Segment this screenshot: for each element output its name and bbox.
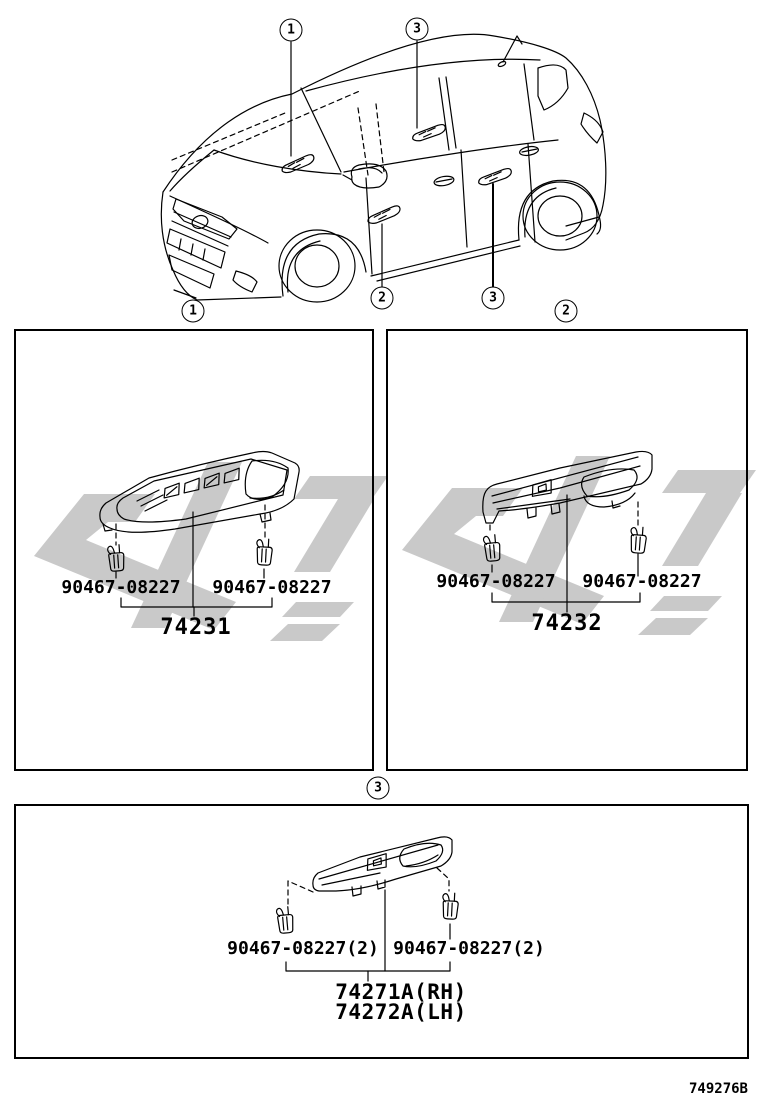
main-part-number-74232: 74232	[531, 611, 603, 636]
toyota-emblem	[191, 214, 209, 230]
box-rear-frame	[14, 804, 749, 1059]
watermark-logo	[34, 456, 756, 641]
clip-part-number: 90467-08227	[436, 571, 556, 592]
switch-panel-glyph-rear-bottom	[478, 167, 512, 186]
car-callout-2: 2	[370, 286, 394, 310]
antenna	[502, 35, 523, 63]
rear-details	[497, 35, 604, 227]
main-part-number-74231: 74231	[160, 615, 232, 640]
box-badge-front-rh: 2	[554, 299, 578, 323]
clip-icon	[441, 892, 460, 921]
box-front-rh-frame	[386, 329, 748, 771]
clip-part-number: 90467-08227	[582, 571, 702, 592]
box-front-lh-frame	[14, 329, 374, 771]
front-fascia	[166, 198, 258, 299]
clip-part-number: 90467-08227	[212, 577, 332, 598]
clip-part-number: 90467-08227(2)	[393, 938, 545, 959]
car-callout-3-top: 3	[405, 17, 429, 41]
switch-panel-glyph-front-rh	[367, 205, 401, 224]
side-mirror	[342, 163, 388, 189]
clip-part-number: 90467-08227	[61, 577, 181, 598]
clip-icon	[255, 538, 274, 567]
clip-part-number: 90467-08227(2)	[227, 938, 379, 959]
wheels	[278, 181, 598, 303]
switch-panel-glyph-front-lh	[281, 154, 315, 174]
switch-panel-glyph-rear-top	[412, 123, 446, 142]
fog-lamp	[232, 270, 258, 293]
main-part-number-74272a-lh: 74272A(LH)	[335, 1000, 467, 1024]
hidden-lines	[171, 89, 385, 176]
box-badge-rear: 3	[366, 776, 390, 800]
clip-icon	[628, 525, 648, 555]
callout-leader-lines	[290, 40, 494, 288]
section-frames	[14, 329, 749, 1059]
part-drawing-74231	[99, 450, 300, 617]
figure-code: 749276B	[688, 1081, 748, 1097]
car-drawing	[160, 33, 607, 303]
car-callout-1: 1	[279, 18, 303, 42]
door-handles	[433, 145, 539, 187]
main-part-number-74271a-rh: 74271A(RH)	[335, 980, 467, 1004]
clip-icon	[275, 905, 295, 935]
part-drawing-74232	[482, 450, 653, 613]
box-badge-front-lh: 1	[181, 299, 205, 323]
car-callout-3-bottom: 3	[481, 286, 505, 310]
part-drawing-74271	[275, 836, 460, 982]
